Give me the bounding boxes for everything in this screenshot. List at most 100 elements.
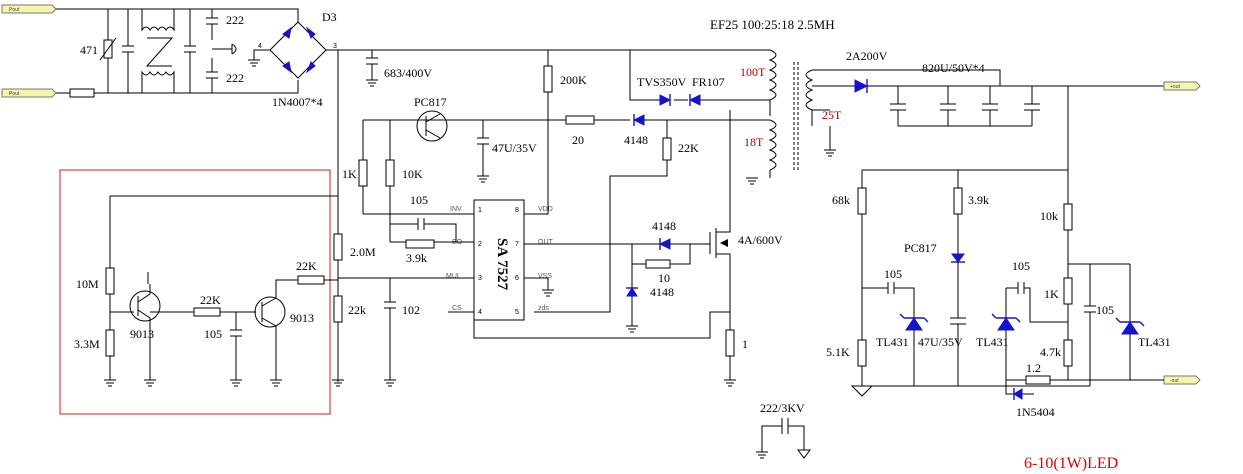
label-tl431b: TL431 — [976, 335, 1009, 349]
terminal-out-bottom-label: -out — [1170, 378, 1179, 384]
input-filter: Pout Pout 471 222 222 — [1, 4, 244, 98]
resistor-20 — [565, 115, 595, 125]
resistor-4.7k — [1063, 339, 1073, 367]
label-c105b: 105 — [884, 267, 902, 281]
label-d4148a: 4148 — [624, 133, 648, 147]
label-r39k2: 3.9k — [968, 193, 989, 207]
svg-text:6: 6 — [515, 275, 519, 282]
label-r51k: 5.1K — [826, 345, 850, 359]
sa7527-ic: SA 7527 INV EO MUL CS VDD OUT VSS zds 1 … — [332, 193, 730, 387]
label-r10: 10 — [658, 271, 670, 285]
label-caps-out: 820U/50V*4 — [922, 61, 985, 75]
fuse — [69, 88, 95, 98]
resistor-10k-b — [1063, 203, 1073, 231]
label-r22kd: 22K — [296, 259, 317, 273]
label-cap222a: 222 — [226, 13, 244, 27]
resistor-22k-a — [662, 137, 672, 161]
protection-frame — [59, 169, 331, 415]
svg-text:7: 7 — [515, 241, 519, 248]
label-c222-3kv: 222/3KV — [760, 401, 805, 415]
resistor-1k-b — [1063, 277, 1073, 305]
label-cap222b: 222 — [226, 71, 244, 85]
label-r10m: 10M — [76, 277, 99, 291]
terminal-out-top — [1163, 81, 1201, 91]
label-r22ka: 22K — [678, 141, 699, 155]
label-c683: 683/400V — [384, 66, 432, 80]
label-471: 471 — [80, 43, 98, 57]
label-pc817a: PC817 — [414, 95, 447, 109]
label-q9013b: 9013 — [290, 311, 314, 325]
label-c102: 102 — [402, 303, 420, 317]
label-secondary: 25T — [822, 108, 842, 122]
label-d3: D3 — [322, 10, 337, 24]
label-tl431c: TL431 — [1138, 335, 1171, 349]
terminal-out-top-label: +out — [1170, 84, 1180, 90]
label-r68k: 68k — [832, 193, 850, 207]
label-q9013a: 9013 — [130, 327, 154, 341]
label-primary: 100T — [740, 65, 766, 79]
resistor-5.1k — [857, 339, 867, 367]
pin-vdd: VDD — [538, 206, 553, 213]
svg-text:3: 3 — [333, 43, 337, 50]
gate-drive: 4148 10 4148 4A/600V 1 — [626, 120, 783, 387]
terminal-in-bottom-label: Pout — [9, 91, 20, 97]
label-d4148b: 4148 — [652, 219, 676, 233]
label-r22kc: 22K — [200, 293, 221, 307]
svg-text:8: 8 — [515, 207, 519, 214]
y-cap-3kv: 222/3KV — [756, 401, 811, 459]
label-pc817b: PC817 — [904, 241, 937, 255]
resistor-22k-d — [297, 275, 325, 285]
pin-vss: VSS — [538, 273, 552, 280]
label-r2m: 2.0M — [350, 245, 376, 259]
label-mosfet: 4A/600V — [738, 233, 783, 247]
pin-inv: INV — [450, 206, 462, 213]
clamp: TVS350V FR107 — [629, 50, 770, 106]
label-c105e: 105 — [204, 327, 222, 341]
schematic-title: 6-10(1W)LED — [1024, 455, 1118, 472]
pin-mul: MUL — [446, 273, 461, 280]
svg-text:4: 4 — [258, 43, 262, 50]
label-d2a: 2A200V — [846, 49, 888, 63]
label-c47u: 47U/35V — [492, 141, 537, 155]
label-tl431a: TL431 — [876, 335, 909, 349]
label-c105c: 105 — [1012, 259, 1030, 273]
label-r1k2: 1K — [1044, 287, 1059, 301]
svg-text:1: 1 — [478, 207, 482, 214]
label-r200k: 200K — [560, 73, 587, 87]
resistor-3.9k-b — [953, 187, 963, 215]
label-r10k: 10K — [402, 167, 423, 181]
resistor-200k — [543, 65, 553, 93]
resistor-2m — [333, 233, 343, 261]
resistor-22k-c — [193, 307, 221, 317]
label-r12: 1.2 — [1026, 361, 1041, 375]
transformer-spec: EF25 100:25:18 2.5MH — [710, 17, 835, 32]
resistor-1k — [358, 159, 368, 187]
label-d4148c: 4148 — [650, 285, 674, 299]
label-r20: 20 — [572, 133, 584, 147]
label-fr107: FR107 — [692, 75, 725, 89]
resistor-1 — [725, 329, 735, 357]
svg-text:2: 2 — [478, 241, 482, 248]
output-stage: 2A200V 820U/50V*4 +out -out 10k 1K 4.7k … — [811, 49, 1201, 419]
terminal-out-bottom — [1163, 375, 1201, 385]
label-c105d: 105 — [1096, 303, 1114, 317]
label-d1n5404: 1N5404 — [1016, 405, 1055, 419]
resistor-3.9k — [405, 239, 435, 249]
terminal-in-top — [1, 4, 57, 14]
resistor-3.3m — [105, 329, 115, 357]
label-c105a: 105 — [410, 193, 428, 207]
label-r10k2: 10k — [1040, 209, 1058, 223]
label-r33m: 3.3M — [74, 337, 100, 351]
label-r47k: 4.7k — [1040, 345, 1061, 359]
label-r1: 1 — [742, 337, 748, 351]
label-tvs: TVS350V — [637, 75, 687, 89]
hv-bus: 683/400V 200K — [337, 49, 770, 382]
label-r39k: 3.9k — [406, 251, 427, 265]
label-aux: 18T — [744, 135, 764, 149]
ic-name: SA 7527 — [494, 238, 510, 291]
resistor-1.2 — [1025, 375, 1051, 385]
protection-block: 10M 3.3M 9013 22K 105 9013 22K — [59, 169, 338, 415]
terminal-in-bottom — [1, 88, 57, 98]
resistor-10m — [105, 267, 115, 295]
